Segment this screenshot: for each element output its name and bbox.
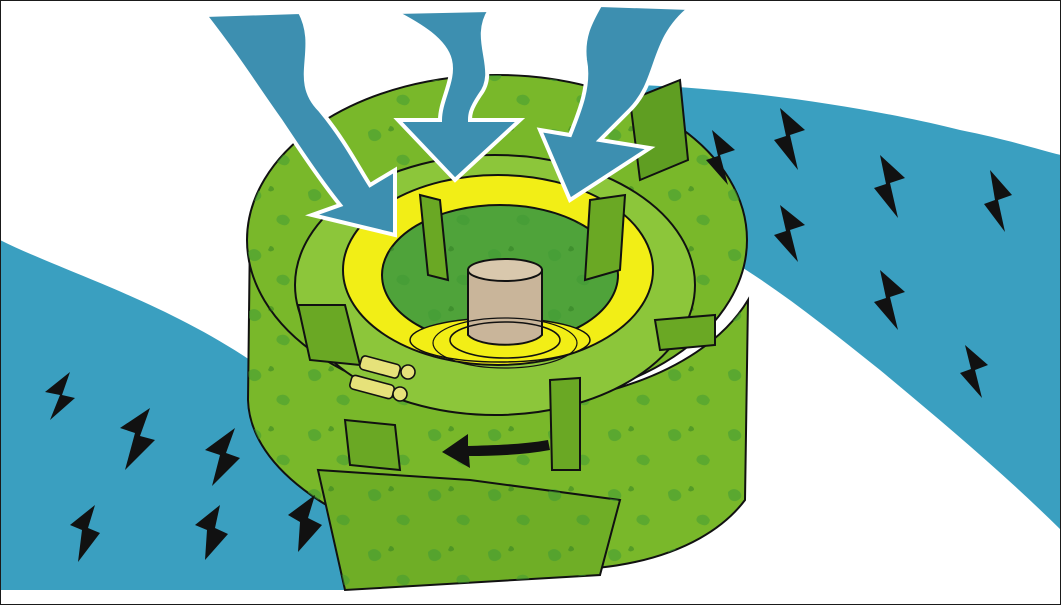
mechanism-illustration <box>0 0 1061 605</box>
diagram-canvas <box>0 0 1061 605</box>
